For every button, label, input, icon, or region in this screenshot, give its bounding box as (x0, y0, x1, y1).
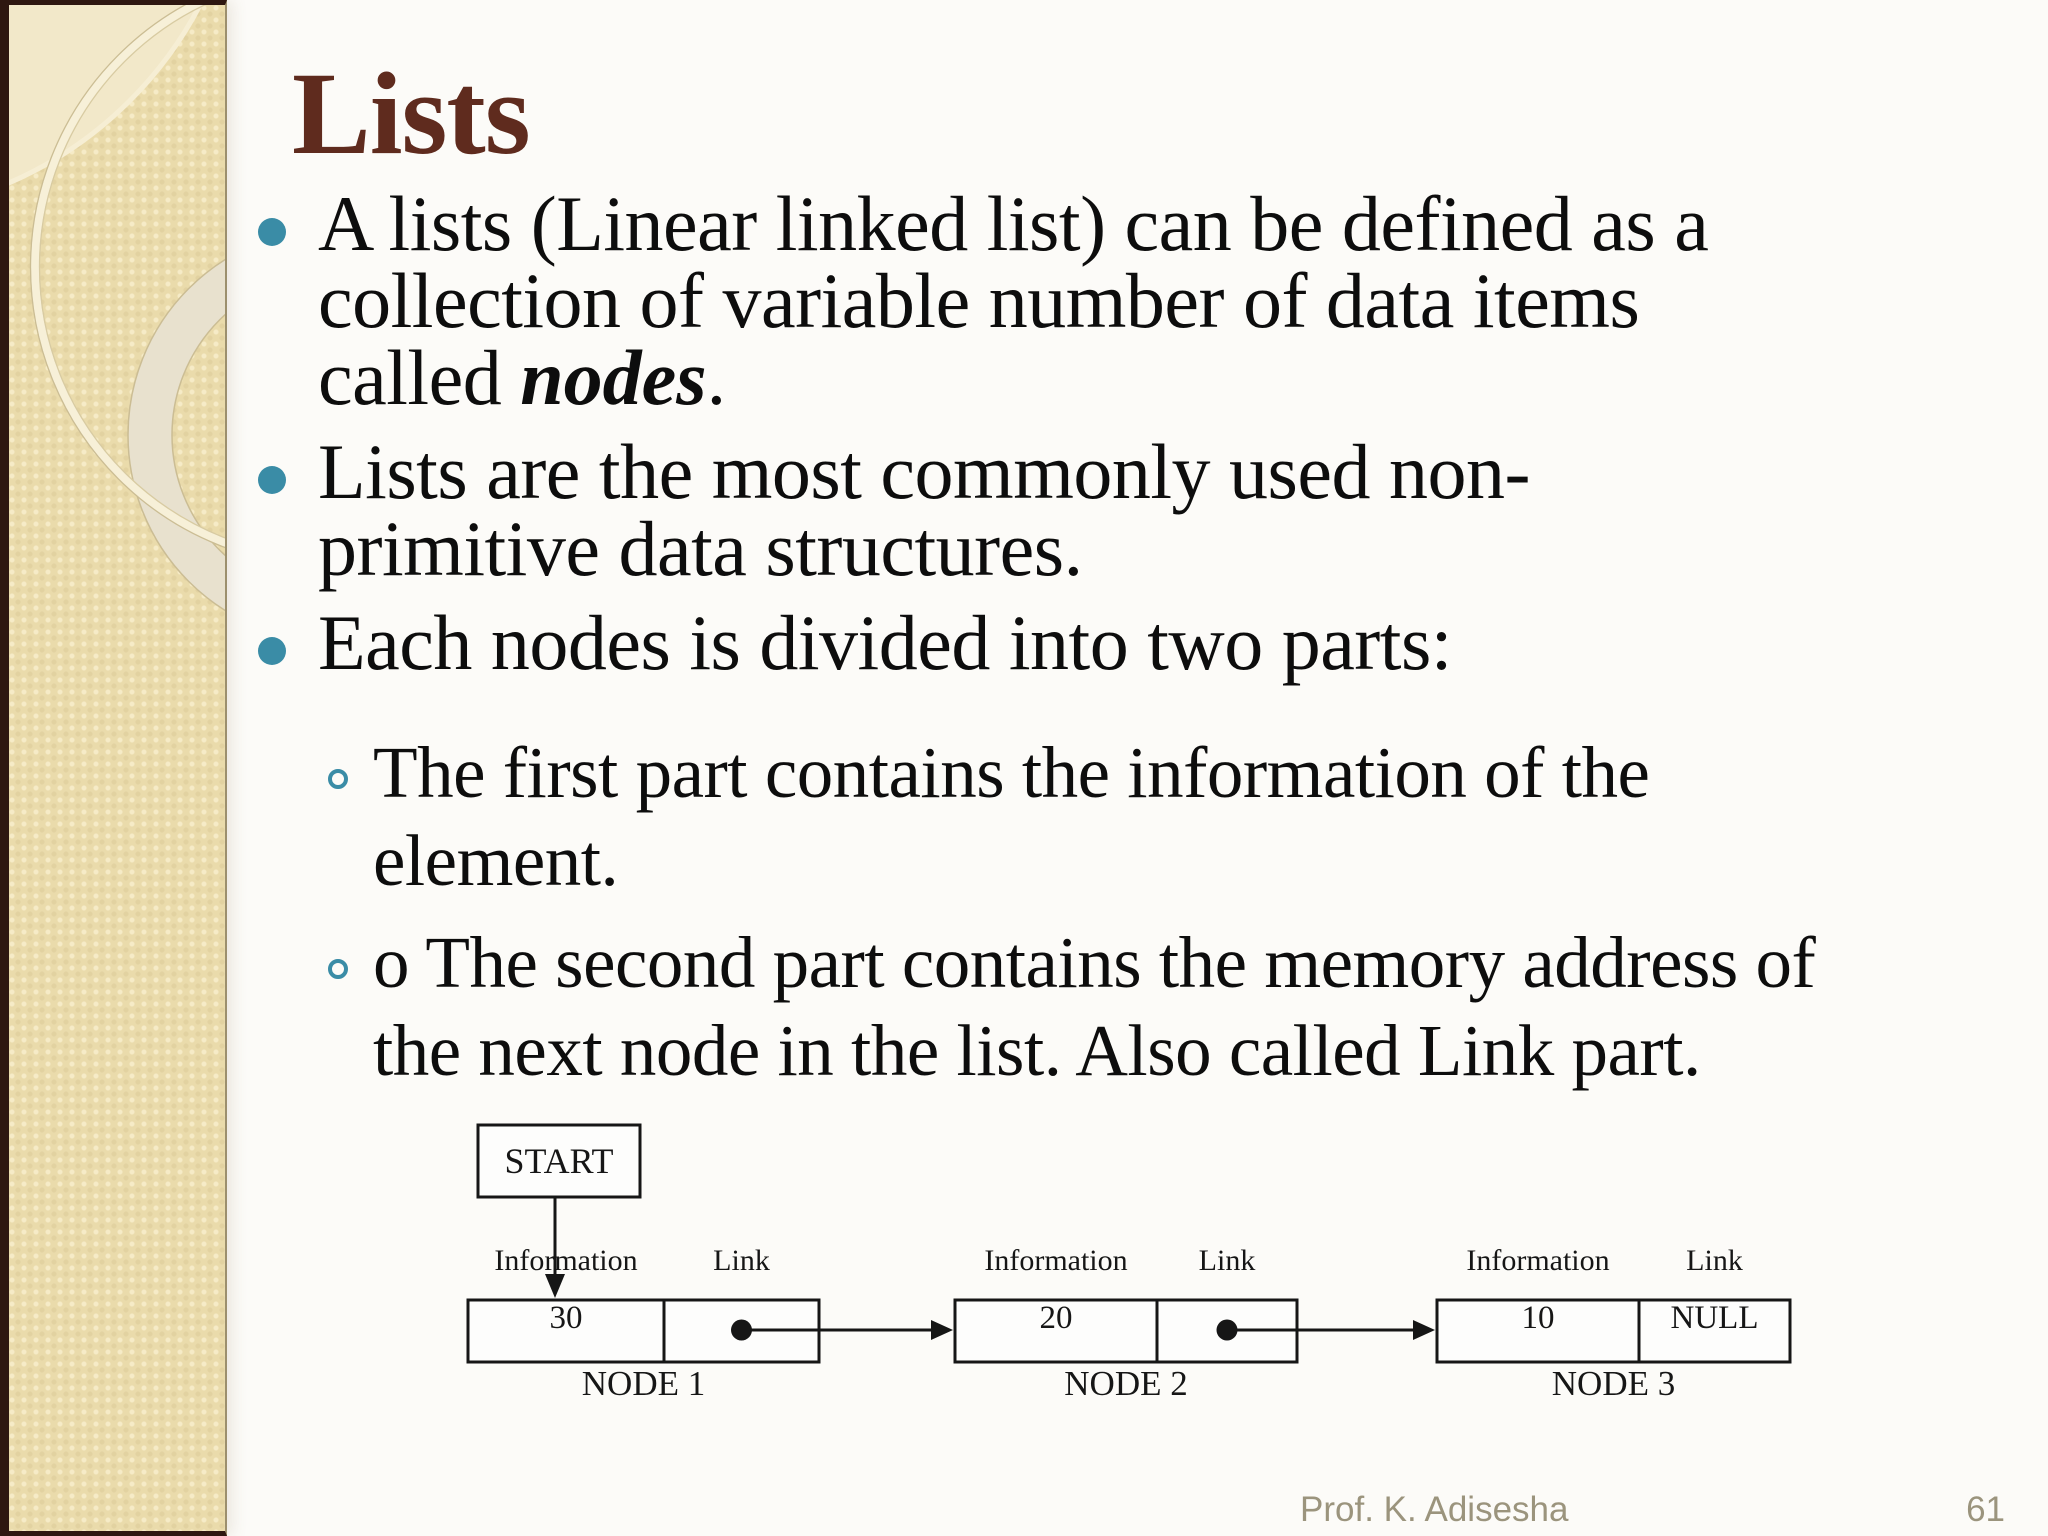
bullet-text: o The second part contains the memory ad… (373, 922, 1816, 1091)
thick-ring-icon (127, 258, 225, 612)
link-field-label: Link (1686, 1244, 1743, 1277)
bullet-disc-icon (258, 637, 286, 665)
node-information-value: 20 (1040, 1300, 1073, 1336)
bullet-circle-icon (328, 769, 348, 789)
sidebar-decoration (0, 0, 227, 1536)
sub-bullet-item: o The second part contains the memory ad… (0, 919, 2048, 1095)
footer-author: Prof. K. Adisesha (1300, 1490, 1569, 1529)
start-box (476, 1123, 642, 1199)
bullet-list: A lists (Linear linked list) can be defi… (0, 185, 2048, 1095)
link-arrowhead-icon (931, 1320, 953, 1340)
bullet-text: Each nodes is divided into two parts: (318, 599, 1452, 686)
page-title: Lists (292, 48, 531, 179)
node-name-label: NODE 1 (582, 1364, 705, 1403)
node-information-value: 10 (1522, 1300, 1555, 1336)
node-box (1435, 1298, 1792, 1364)
bullet-item: A lists (Linear linked list) can be defi… (0, 180, 2048, 421)
information-field-label: Information (1466, 1244, 1609, 1277)
information-field-label: Information (984, 1244, 1127, 1277)
bullet-disc-icon (258, 466, 286, 494)
link-field-label: Link (713, 1244, 770, 1277)
sidebar-circles-art (9, 5, 225, 612)
bullet-text: A lists (Linear linked list) can be defi… (318, 180, 1709, 421)
start-label: START (505, 1141, 614, 1181)
slide-page-number: 61 (1966, 1490, 2005, 1529)
bullet-disc-icon (258, 218, 286, 246)
thin-ring-icon (29, 5, 225, 549)
information-field-label: Information (494, 1244, 637, 1277)
node-link-value: NULL (1671, 1300, 1759, 1336)
link-field-label: Link (1199, 1244, 1256, 1277)
bullet-item: Lists are the most commonly used non-pri… (0, 428, 2048, 592)
bullet-text: Lists are the most commonly used non-pri… (318, 428, 1530, 592)
node-information-value: 30 (550, 1300, 583, 1336)
sub-bullet-item: The first part contains the information … (0, 729, 2048, 905)
bullet-circle-icon (328, 959, 348, 979)
bullet-item: Each nodes is divided into two parts: (0, 599, 2048, 686)
bullet-text: The first part contains the information … (373, 732, 1650, 901)
node-name-label: NODE 3 (1552, 1364, 1675, 1403)
node-name-label: NODE 2 (1064, 1364, 1187, 1403)
link-arrowhead-icon (1413, 1320, 1435, 1340)
light-cap-circle (9, 5, 203, 186)
start-arrowhead-icon (545, 1274, 565, 1298)
